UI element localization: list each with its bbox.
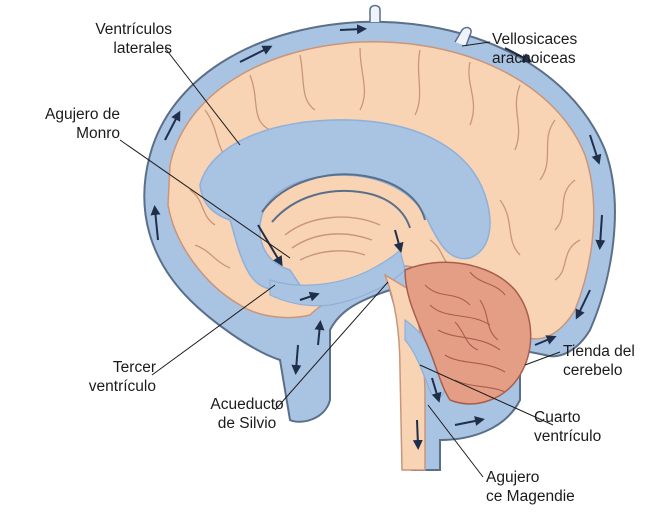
label-ventriculos-laterales: Ventrículos laterales [62,20,172,58]
label-acueducto-silvio: Acueducto de Silvio [192,395,302,433]
label-vellosidades-aracnoideas: Vellosicaces aracnoiceas [492,30,642,68]
label-tercer-ventriculo: Tercer ventrículo [66,358,156,396]
label-agujero-magendie: Agujero ce Magendie [486,468,606,506]
label-cuarto-ventriculo: Cuarto ventrículo [534,408,634,446]
label-tienda-cerebelo: Tienda del cerebelo [563,342,658,380]
label-agujero-monro: Agujero de Monro [8,105,120,143]
